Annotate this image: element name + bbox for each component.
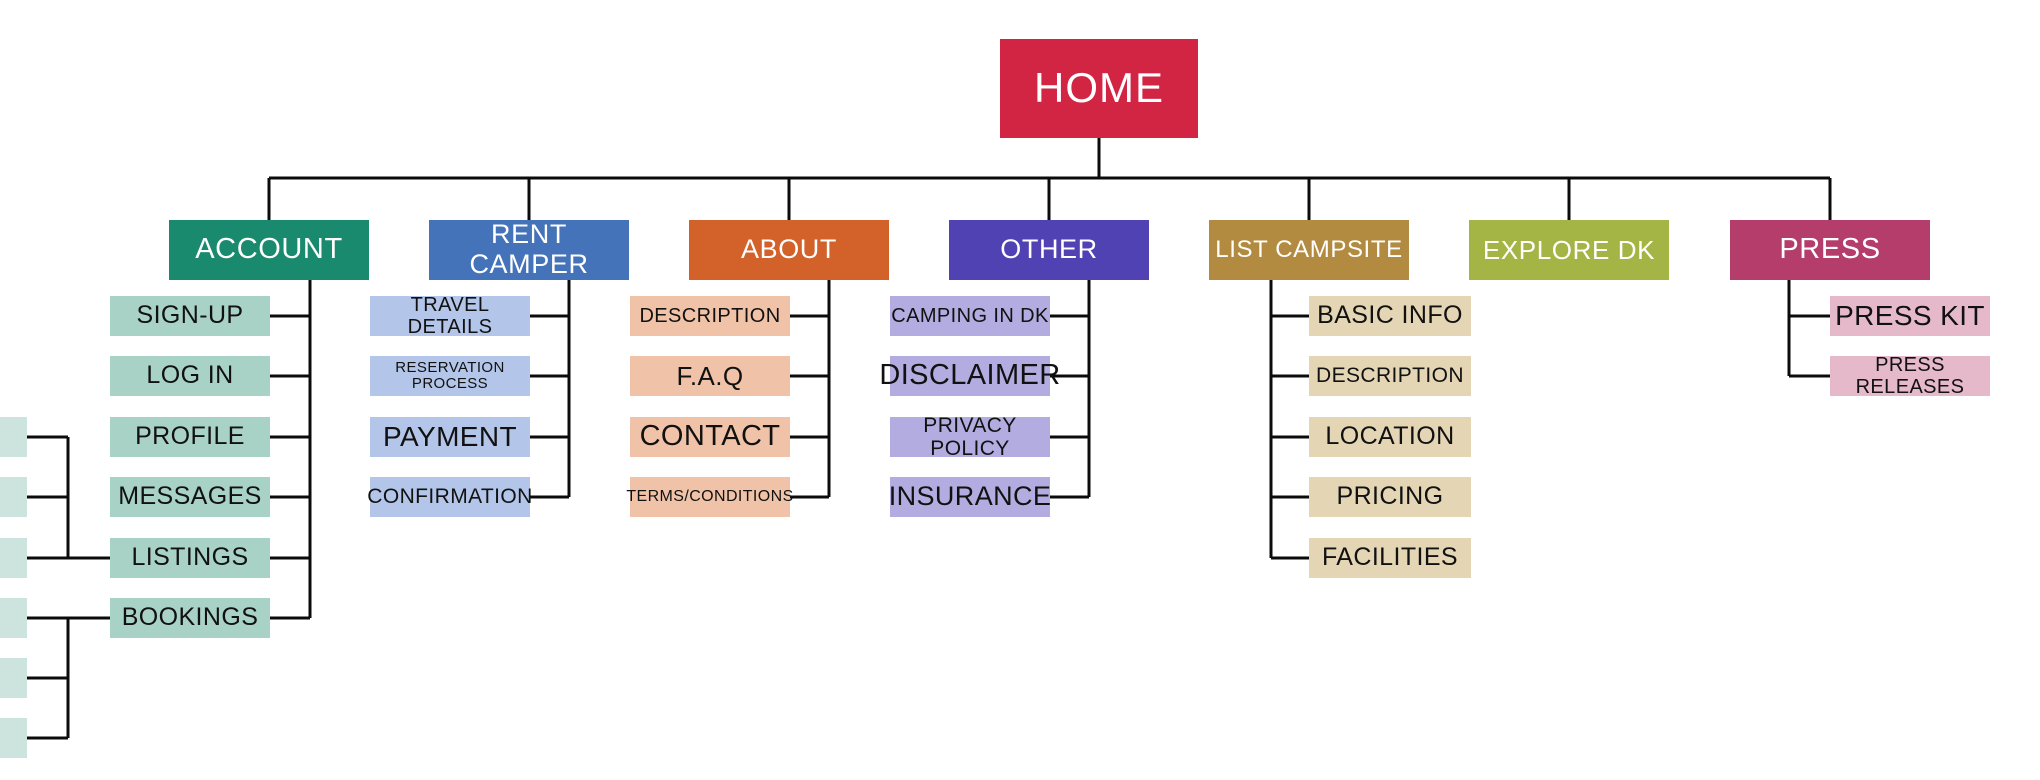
other-connectors bbox=[1050, 280, 1091, 499]
child-node-log-in[interactable]: LOG IN bbox=[110, 356, 270, 396]
child-node-bookings[interactable]: BOOKINGS bbox=[110, 598, 270, 638]
child-node-disclaimer[interactable]: DISCLAIMER bbox=[879, 356, 1060, 396]
home-node[interactable]: HOME bbox=[1000, 39, 1198, 138]
cropped-node-6[interactable] bbox=[0, 718, 27, 758]
section-node-list-campsite[interactable]: LIST CAMPSITE bbox=[1209, 220, 1409, 280]
child-node-list-description[interactable]: DESCRIPTION bbox=[1309, 356, 1471, 396]
bookings-subconnectors bbox=[27, 616, 110, 740]
child-node-press-kit[interactable]: PRESS KIT bbox=[1830, 296, 1990, 336]
child-node-contact[interactable]: CONTACT bbox=[630, 417, 790, 457]
section-node-rent-camper[interactable]: RENT CAMPER bbox=[429, 219, 629, 280]
section-node-about[interactable]: ABOUT bbox=[689, 220, 889, 280]
rent-camper-connectors bbox=[530, 280, 571, 499]
child-node-travel-details[interactable]: TRAVEL DETAILS bbox=[370, 294, 530, 338]
child-node-messages[interactable]: MESSAGES bbox=[110, 477, 270, 517]
cropped-node-1[interactable] bbox=[0, 417, 27, 457]
about-connectors bbox=[790, 280, 831, 499]
child-node-facilities[interactable]: FACILITIES bbox=[1309, 538, 1471, 578]
child-node-pricing[interactable]: PRICING bbox=[1309, 477, 1471, 517]
child-node-location[interactable]: LOCATION bbox=[1309, 417, 1471, 457]
cropped-node-2[interactable] bbox=[0, 477, 27, 517]
child-node-sign-up[interactable]: SIGN-UP bbox=[110, 296, 270, 336]
child-node-camping-in-dk[interactable]: CAMPING IN DK bbox=[890, 296, 1050, 336]
section-node-explore-dk[interactable]: EXPLORE DK bbox=[1469, 220, 1669, 280]
press-connectors bbox=[1787, 278, 1830, 378]
section-node-press[interactable]: PRESS bbox=[1730, 220, 1930, 280]
child-node-profile[interactable]: PROFILE bbox=[110, 417, 270, 457]
child-node-faq[interactable]: F.A.Q bbox=[630, 356, 790, 396]
child-node-about-description[interactable]: DESCRIPTION bbox=[630, 296, 790, 336]
child-node-basic-info[interactable]: BASIC INFO bbox=[1309, 296, 1471, 336]
section-node-other[interactable]: OTHER bbox=[949, 220, 1149, 280]
child-node-press-releases[interactable]: PRESS RELEASES bbox=[1830, 354, 1990, 398]
account-connectors bbox=[270, 280, 312, 620]
child-node-insurance[interactable]: INSURANCE bbox=[889, 477, 1051, 517]
list-campsite-connectors bbox=[1269, 280, 1309, 560]
listings-subconnectors bbox=[27, 435, 110, 560]
child-node-payment[interactable]: PAYMENT bbox=[370, 417, 530, 457]
child-node-terms-conditions[interactable]: TERMS/CONDITIONS bbox=[626, 477, 793, 517]
cropped-node-4[interactable] bbox=[0, 598, 27, 638]
cropped-node-3[interactable] bbox=[0, 538, 27, 578]
cropped-node-5[interactable] bbox=[0, 658, 27, 698]
child-node-confirmation[interactable]: CONFIRMATION bbox=[367, 477, 532, 517]
child-node-privacy-policy[interactable]: PRIVACY POLICY bbox=[890, 414, 1050, 460]
section-drops bbox=[267, 178, 1832, 221]
section-node-account[interactable]: ACCOUNT bbox=[169, 220, 369, 280]
child-node-reservation-process[interactable]: RESERVATION PROCESS bbox=[370, 356, 530, 396]
child-node-listings[interactable]: LISTINGS bbox=[110, 538, 270, 578]
connector-group bbox=[27, 138, 1832, 740]
